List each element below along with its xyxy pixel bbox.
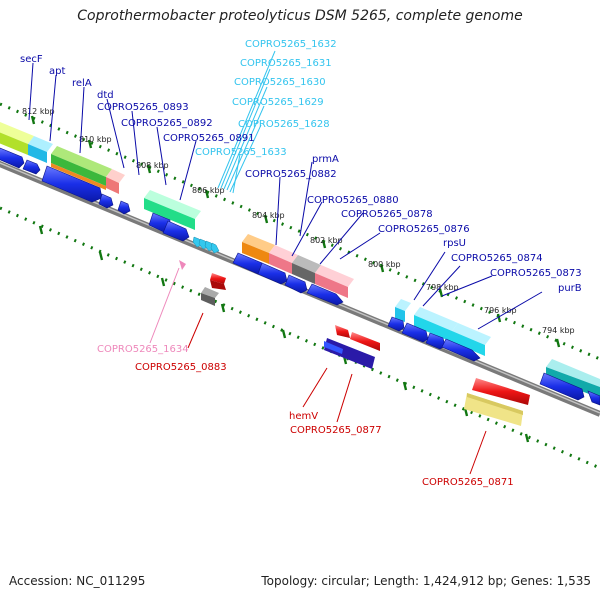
gene-0873-bar [452, 323, 491, 356]
label-0892: COPRO5265_0892 [121, 118, 213, 129]
tick-794: 794 kbp [542, 326, 575, 335]
gene-0880-bar [315, 265, 354, 298]
forward-cds-arrows [0, 147, 600, 406]
label-0877: COPRO5265_0877 [290, 425, 382, 436]
gene-rpsU-bar [395, 299, 411, 322]
label-0893: COPRO5265_0893 [97, 102, 189, 113]
tick-810: 810 kbp [79, 135, 112, 144]
label-0891: COPRO5265_0891 [163, 133, 255, 144]
gene-secF-bar [0, 122, 34, 155]
label-1632: COPRO5265_1632 [245, 39, 337, 50]
tick-812: 812 kbp [22, 107, 55, 116]
bottom-gene-labels: COPRO5265_1634 COPRO5265_0883 hemV COPRO… [97, 344, 514, 488]
label-0873: COPRO5265_0873 [490, 268, 582, 279]
reverse-strand-features [179, 260, 530, 426]
label-1628: COPRO5265_1628 [238, 119, 330, 130]
gene-purB-bar [546, 359, 600, 398]
label-0883: COPRO5265_0883 [135, 362, 227, 373]
label-0880: COPRO5265_0880 [307, 195, 399, 206]
gene-dtd-bar [106, 169, 125, 194]
tick-806: 806 kbp [192, 186, 225, 195]
gene-0871-bar [464, 378, 530, 426]
gene-0883-bar [210, 273, 226, 290]
label-1630: COPRO5265_1630 [234, 77, 326, 88]
label-prmA: prmA [312, 154, 339, 165]
label-hemV: hemV [289, 411, 318, 422]
gene-prmA-bar [292, 255, 321, 284]
top-gene-labels: secF apt relA dtd COPRO5265_0893 COPRO52… [20, 39, 582, 294]
gene-pink-bar [269, 245, 298, 274]
tick-796: 796 kbp [484, 306, 517, 315]
tick-labels: 812 kbp 810 kbp 808 kbp 806 kbp 804 kbp … [22, 107, 575, 335]
label-0871: COPRO5265_0871 [422, 477, 514, 488]
accession-text: Accession: NC_011295 [9, 574, 146, 588]
gene-green-bar [144, 190, 201, 230]
genome-summary-text: Topology: circular; Length: 1,424,912 bp… [261, 574, 591, 588]
leader-lines [28, 62, 543, 330]
bottom-leader-lines [149, 267, 487, 475]
gene-hemV-bar [324, 325, 380, 369]
tick-808: 808 kbp [136, 161, 169, 170]
label-purB: purB [558, 283, 582, 294]
tick-804: 804 kbp [252, 211, 285, 220]
map-title: Coprothermobacter proteolyticus DSM 5265… [77, 8, 523, 24]
tick-798: 798 kbp [426, 283, 459, 292]
gene-0883-grey [201, 287, 219, 306]
label-rpsU: rpsU [443, 238, 466, 249]
label-1634: COPRO5265_1634 [97, 344, 189, 355]
label-dtd: dtd [97, 90, 114, 101]
label-apt: apt [49, 66, 65, 77]
rna-arrows [192, 236, 220, 254]
gene-0874-bar [414, 307, 458, 342]
label-1629: COPRO5265_1629 [232, 97, 324, 108]
label-secF: secF [20, 54, 43, 65]
lower-tick-line [0, 206, 600, 470]
gene-apt-bar [28, 136, 53, 163]
label-1633: COPRO5265_1633 [195, 147, 287, 158]
upper-tick-line [0, 102, 600, 361]
label-0876: COPRO5265_0876 [378, 224, 470, 235]
label-1631: COPRO5265_1631 [240, 58, 332, 69]
forward-strand-outer [0, 122, 600, 398]
label-0882: COPRO5265_0882 [245, 169, 337, 180]
major-tick-marks [30, 115, 561, 443]
tick-802: 802 kbp [310, 236, 343, 245]
rna-leader-lines [217, 50, 276, 194]
label-relA: relA [72, 78, 92, 89]
tick-800: 800 kbp [368, 260, 401, 269]
label-0874: COPRO5265_0874 [451, 253, 543, 264]
label-0878: COPRO5265_0878 [341, 209, 433, 220]
dotted-guide-lines [0, 102, 600, 470]
gene-1634-marker [179, 260, 186, 270]
gene-orange-bar [242, 234, 275, 264]
gene-relA-bar [51, 146, 112, 190]
